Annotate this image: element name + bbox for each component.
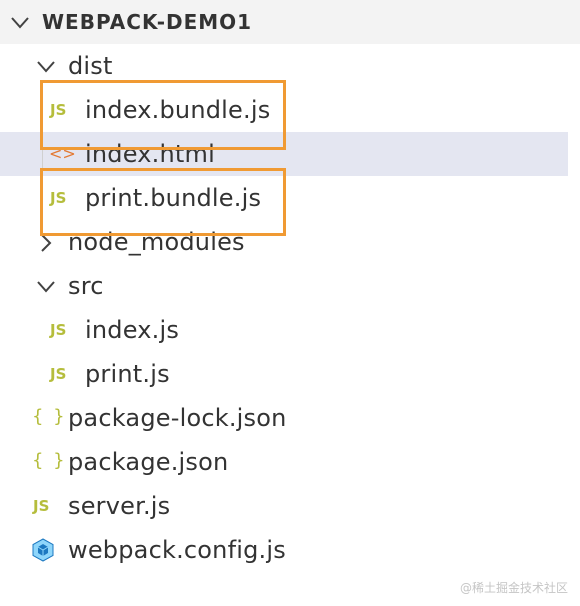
watermark: @稀土掘金技术社区 [459,581,568,595]
json-file-icon: { } [32,450,67,471]
indent-guide [42,176,43,220]
folder-dist[interactable]: dist [0,44,568,88]
workspace-title: WEBPACK-DEMO1 [42,10,253,34]
html-file-icon: <> [49,144,76,163]
indent-guide [42,132,43,176]
file-print-js[interactable]: JS print.js [0,352,568,396]
file-package-json[interactable]: { } package.json [0,440,568,484]
js-file-icon: JS [33,497,50,515]
folder-label: node_modules [68,228,245,256]
file-webpack-config-js[interactable]: webpack.config.js [0,528,568,572]
file-index-js[interactable]: JS index.js [0,308,568,352]
file-index-bundle-js[interactable]: JS index.bundle.js [0,88,568,132]
file-label: index.html [85,140,215,168]
file-label: index.js [85,316,180,344]
js-file-icon: JS [50,189,67,207]
js-file-icon: JS [50,101,67,119]
chevron-down-icon[interactable] [34,56,58,78]
file-index-html[interactable]: <> index.html [0,132,568,176]
file-label: package-lock.json [68,404,287,432]
js-file-icon: JS [50,365,67,383]
file-package-lock-json[interactable]: { } package-lock.json [0,396,568,440]
file-label: package.json [68,448,229,476]
file-label: server.js [68,492,171,520]
file-label: print.bundle.js [85,184,262,212]
folder-label: dist [68,52,113,80]
indent-guide [42,88,43,132]
folder-label: src [68,272,104,300]
file-label: webpack.config.js [68,536,286,564]
explorer-section-header[interactable]: WEBPACK-DEMO1 [0,0,580,44]
chevron-down-icon[interactable] [34,276,58,298]
chevron-down-icon[interactable] [8,12,32,34]
file-server-js[interactable]: JS server.js [0,484,568,528]
file-label: print.js [85,360,170,388]
js-file-icon: JS [50,321,67,339]
file-label: index.bundle.js [85,96,271,124]
folder-node-modules[interactable]: node_modules [0,220,568,264]
webpack-cube-icon [31,538,55,562]
file-print-bundle-js[interactable]: JS print.bundle.js [0,176,568,220]
chevron-right-icon[interactable] [34,232,58,254]
folder-src[interactable]: src [0,264,568,308]
json-file-icon: { } [32,406,67,427]
